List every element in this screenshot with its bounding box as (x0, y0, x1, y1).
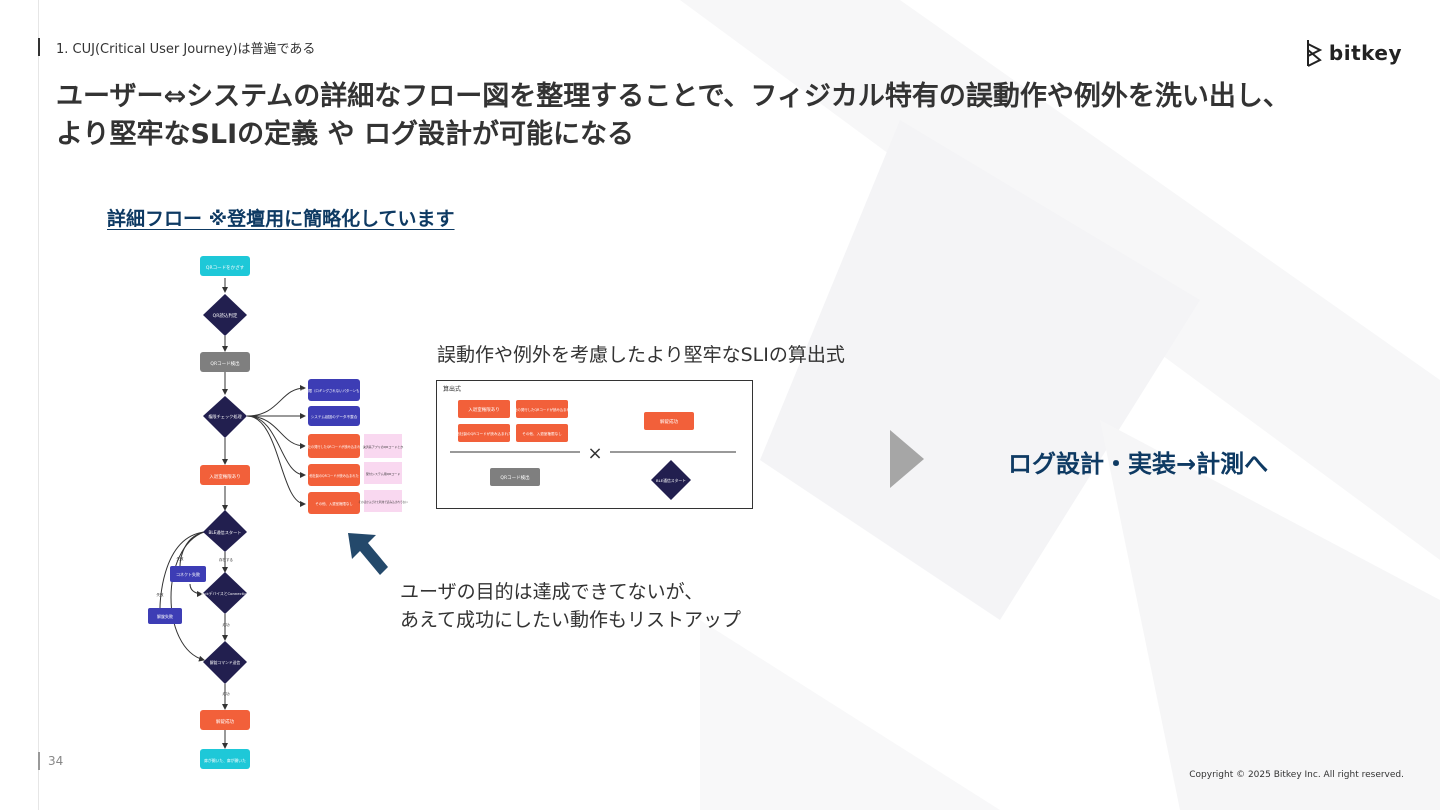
page-title-line2: より堅牢なSLIの定義 や ログ設計が可能になる (56, 119, 634, 150)
flow-node-unlock-ok (200, 710, 250, 730)
flow-node-connect-fail-label: コネクト失敗 (176, 571, 200, 577)
flow-branch-own-qr (308, 434, 360, 458)
flow-node-unlock-fail-label: 解錠失敗 (157, 613, 173, 619)
flow-node-unlock-fail (148, 608, 182, 624)
next-chevron-icon (890, 430, 924, 488)
formula-box-label: 算出式 (443, 385, 461, 393)
flow-branch-other-qr (308, 464, 360, 486)
flow-branch-data-mismatch-label: システム起因のデータ不整合 (311, 414, 358, 419)
formula-term-no-permission (516, 424, 568, 442)
formula-caption: 誤動作や例外を考慮したより堅牢なSLIの算出式 (437, 344, 845, 366)
flow-edge-label-fail1: 失敗 (177, 556, 184, 561)
formula-term-unlock-ok-label: 解錠成功 (660, 418, 678, 425)
formula-term-entry-ok (458, 400, 510, 418)
formula-term-other-qr-label: 他社製のQRコードが読み込まれた (456, 431, 512, 436)
flow-note-reception-qr (364, 462, 402, 484)
flow-diagram: QRコードをかざす QR読込判定 QRコード検出 権限チェック処理 入退室権限あ… (148, 256, 408, 769)
section-marker (38, 38, 40, 56)
highlight-note-line2: あえて成功にしたい動作もリストアップ (400, 609, 742, 631)
flow-branch-other-qr-label: 他社製のQRコードが読み込まれた (309, 473, 358, 478)
flow-edge-label-exist: 存在する (219, 557, 233, 562)
flow-node-qr-scan-label: QRコードをかざす (206, 264, 245, 271)
flow-edge-label-success2: 成功 (223, 691, 230, 696)
formula-term-no-permission-label: その他、入退室権限なし (522, 431, 562, 436)
flow-node-unlock-ok-label: 解錠成功 (216, 718, 234, 725)
flow-branch-own-qr-label: 当社の発行したQRコードが読み込まれた (305, 444, 364, 449)
flow-node-qr-detect-label: QRコード検出 (210, 360, 240, 367)
flow-node-ble-start (203, 510, 247, 552)
highlight-note: ユーザの目的は達成できてないが、 あえて成功にしたい動作もリストアップ (400, 578, 741, 634)
flow-edge-label-success1: 成功 (223, 622, 230, 627)
left-guide-rule (38, 0, 39, 810)
flow-node-lock-device-label: lockデバイスとConnection (201, 591, 250, 596)
flow-node-auth-check-label: 権限チェック処理 (208, 413, 242, 420)
flow-branch-no-permission-label: その他、入退室権限なし (315, 501, 353, 506)
flow-node-qr-scan (200, 256, 250, 276)
flow-node-connect-fail (170, 566, 206, 582)
flow-subtitle: 詳細フロー ※登壇用に簡略化しています (107, 208, 455, 230)
page-number: 34 (48, 754, 64, 768)
formula-term-qr-detect (490, 468, 540, 486)
flow-node-lock-device (203, 572, 247, 614)
pointer-arrow-icon (348, 533, 388, 575)
page-number-marker (38, 752, 40, 770)
page-title: ユーザー⇔システムの詳細なフロー図を整理することで、フィジカル特有の誤動作や例外… (56, 78, 1376, 154)
flow-node-entry-ok-label: 入退室権限あり (209, 473, 241, 480)
formula-term-unlock-ok (644, 412, 694, 430)
formula-term-entry-ok-label: 入退室権限あり (468, 406, 500, 413)
formula-term-own-qr-label: 当社の発行したQRコードが読み込まれた (511, 407, 574, 412)
formula-box: 算出式 入退室権限あり 当社の発行したQRコードが読み込まれた 他社製のQRコー… (436, 380, 753, 509)
flow-node-qr-read (203, 294, 247, 336)
formula-term-own-qr (516, 400, 568, 418)
page-title-line1: ユーザー⇔システムの詳細なフロー図を整理することで、フィジカル特有の誤動作や例外… (56, 81, 1290, 112)
flow-node-auth-check (203, 396, 247, 438)
flow-branch-expiry-label: 有効期限（ロギングされないパターンもここ） (298, 388, 369, 393)
flow-note-payment-qr (364, 434, 402, 458)
flow-node-unlock-cmd-label: 解錠コマンド送信 (210, 660, 241, 665)
flow-branch-data-mismatch (308, 406, 360, 426)
flow-node-ble-start-label: BLE通信スタート (209, 529, 242, 536)
highlight-note-line1: ユーザの目的は達成できてないが、 (400, 581, 704, 603)
formula-term-ble-start-label: BLE通信スタート (656, 478, 686, 483)
bitkey-logo-icon (1306, 40, 1323, 67)
flow-note-misuse-label: そのほかふざけた利用で読み込まれてない (358, 500, 408, 504)
flow-branch-no-permission (308, 492, 360, 514)
formula-term-qr-detect-label: QRコード検出 (500, 474, 530, 481)
bitkey-logo: bitkey (1305, 38, 1402, 68)
formula-term-other-qr (458, 424, 510, 442)
section-label: 1. CUJ(Critical User Journey)は普遍である (56, 42, 316, 57)
flow-node-qr-read-label: QR読込判定 (213, 312, 238, 319)
flow-note-reception-qr-label: 受付システム用QRコード (366, 471, 400, 476)
flow-note-misuse (364, 490, 402, 512)
flow-node-unlock-cmd (203, 641, 247, 684)
flow-edges (159, 278, 306, 749)
formula-term-ble-start (651, 460, 691, 500)
flow-node-entry-ok (200, 465, 250, 485)
flow-node-qr-detect (200, 352, 250, 372)
formula-times-sign: × (587, 443, 602, 464)
flow-branch-expiry (308, 379, 360, 401)
flow-node-door-open (200, 749, 250, 769)
logo-text: bitkey (1328, 41, 1402, 65)
copyright-notice: Copyright © 2025 Bitkey Inc. All right r… (1189, 770, 1404, 780)
flow-edge-label-fail2: 失敗 (157, 592, 164, 597)
next-step-heading: ログ設計・実装→計測へ (1008, 450, 1269, 478)
flow-node-door-open-label: 扉が開いた、扉が開いた (204, 758, 246, 763)
flow-note-payment-qr-label: 決済系アプリのQRコードとか (363, 444, 403, 449)
